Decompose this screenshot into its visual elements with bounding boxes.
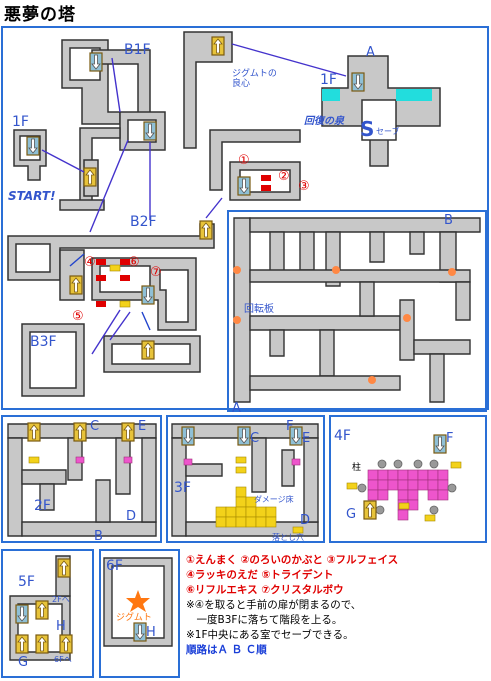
legend-note-1: ※④を取ると手前の扉が閉まるので、 xyxy=(186,599,362,611)
section-frames xyxy=(1,26,489,678)
marker-3: ③ xyxy=(298,179,310,194)
upper-corridors xyxy=(7,31,441,397)
label-b3f: B3F xyxy=(30,334,57,350)
label-damage-floor: ダメージ床 xyxy=(254,494,294,504)
legend-line-2: ④ラッキのえだ ⑤トライデント xyxy=(186,569,334,581)
label-1f-right: 1F xyxy=(320,72,337,88)
label-c-3f: C xyxy=(250,431,259,446)
label-3f: 3F xyxy=(174,480,191,496)
label-b1f: B1F xyxy=(124,42,151,58)
label-c-2f: C xyxy=(90,419,99,434)
label-pitfall: 落とし穴 xyxy=(272,532,304,542)
floor2-map xyxy=(7,423,157,537)
label-h-6f: H xyxy=(146,625,156,640)
label-f-4f: F xyxy=(446,431,453,446)
save-s-icon: S xyxy=(360,117,374,141)
label-g-4f: G xyxy=(346,507,356,522)
label-a-bottom: A xyxy=(232,401,241,416)
marker-7: ⑦ xyxy=(150,265,162,280)
legend-note-2: 一度B3Fに落ちて階段を上る。 xyxy=(186,614,343,626)
label-h-5f: H xyxy=(56,619,66,634)
legend-route-order: 順路はＡ Ｂ Ｃ順 xyxy=(186,644,267,656)
marker-2: ② xyxy=(278,169,290,184)
label-d-3f: D xyxy=(300,513,310,528)
label-b2f: B2F xyxy=(130,214,157,230)
legend-line-1: ①えんまく ②のろいのかぶと ③フルフェイス xyxy=(186,554,399,566)
label-5f: 5F xyxy=(18,574,35,590)
label-b-right: B xyxy=(444,213,453,228)
floor3-map xyxy=(171,423,319,537)
jigumuto-star-icon xyxy=(126,590,150,612)
label-a-top: A xyxy=(366,45,375,60)
marker-5: ⑤ xyxy=(72,309,84,324)
label-e-2f: E xyxy=(138,419,146,434)
label-b-2f: B xyxy=(94,529,103,544)
floor4-map xyxy=(357,459,457,521)
marker-4: ④ xyxy=(84,255,96,270)
label-pillar: 柱 xyxy=(352,461,361,473)
label-start: START! xyxy=(8,189,56,203)
label-to-2f: 2Fへ xyxy=(52,595,70,604)
label-rotating-board: 回転板 xyxy=(244,302,274,315)
label-save: セーブ xyxy=(376,126,400,136)
b-maze xyxy=(233,217,481,403)
page-title: 悪夢の塔 xyxy=(4,5,76,25)
marker-6: ⑥ xyxy=(128,255,140,270)
legend-line-3: ⑥リフルエキス ⑦クリスタルボウ xyxy=(186,584,344,596)
label-g-5f: G xyxy=(18,655,28,670)
damage-floor-tiles xyxy=(215,486,277,528)
label-jigumuto: ジグムト xyxy=(116,611,152,623)
label-2f: 2F xyxy=(34,498,51,514)
connector-lines xyxy=(41,43,347,355)
label-e-3f: E xyxy=(302,431,310,446)
label-f-3f: F xyxy=(286,419,293,434)
map-labels: B1F 1F START! ジグムトの良心 A 1F 回復の泉 セーブ ① ② … xyxy=(8,42,453,670)
label-d-2f: D xyxy=(126,509,136,524)
label-1f-left: 1F xyxy=(12,114,29,130)
rotating-plates xyxy=(233,266,456,384)
label-recovery-spring: 回復の泉 xyxy=(304,115,345,127)
label-4f: 4F xyxy=(334,428,351,444)
label-to-6f: 6Fへ xyxy=(54,655,72,664)
arrow-lines xyxy=(69,253,151,331)
item-legend: ①えんまく ②のろいのかぶと ③フルフェイス ④ラッキのえだ ⑤トライデント ⑥… xyxy=(186,553,486,658)
marker-1: ① xyxy=(238,153,250,168)
label-jigumuto-conscience: ジグムトの良心 xyxy=(232,67,277,89)
legend-note-3: ※1F中央にある室でセーブできる。 xyxy=(186,629,354,641)
label-6f: 6F xyxy=(106,558,123,574)
